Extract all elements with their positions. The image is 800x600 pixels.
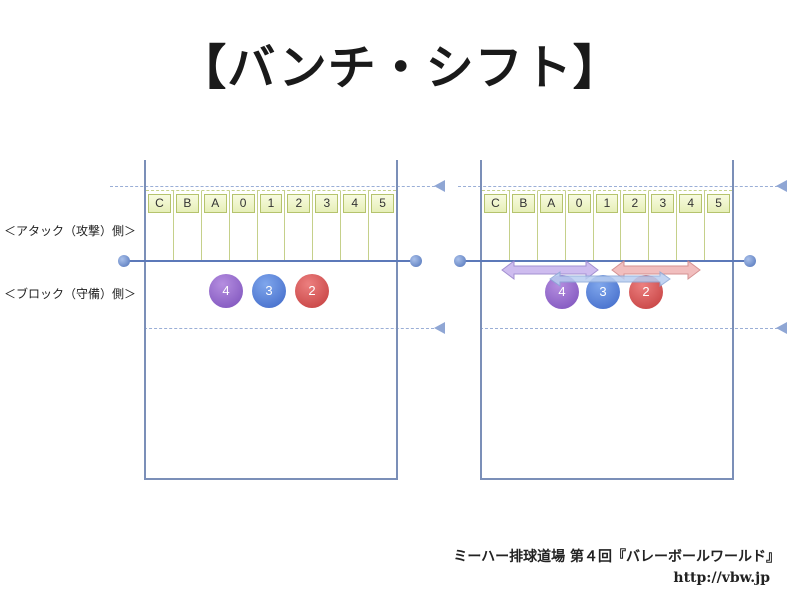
zone-column: 0 [230, 191, 258, 261]
block-side-label: ＜ブロック（守備）側＞ [4, 287, 137, 301]
footer-url: http://vbw.jp [673, 570, 770, 586]
zone-column: C [146, 191, 174, 261]
attack-line-left [110, 186, 440, 187]
zone-label: 2 [287, 194, 311, 213]
block-range-arrow-purple [501, 260, 599, 280]
attack-line-right [458, 186, 778, 187]
footer-source: ミーハー排球道場 第４回『バレーボールワールド』 [453, 549, 780, 565]
zone-column: B [510, 191, 538, 261]
net-left [124, 260, 416, 262]
zone-column: 5 [369, 191, 396, 261]
zone-column: 4 [341, 191, 370, 261]
zone-label: 4 [679, 194, 703, 213]
zone-label: 3 [315, 194, 339, 213]
net-post-icon [410, 255, 422, 267]
attack-zone-row: C B A 0 1 2 3 4 5 [482, 190, 732, 261]
zone-column: 3 [649, 191, 678, 261]
attack-side-label: ＜アタック（攻撃）側＞ [4, 224, 137, 238]
zone-column: C [482, 191, 510, 261]
attack-line-marker-icon [776, 180, 787, 192]
block-range-arrow-blue [549, 271, 671, 287]
zone-label: 0 [567, 194, 591, 213]
zone-column: 5 [705, 191, 732, 261]
zone-label: C [148, 194, 171, 213]
court-left: C B A 0 1 2 3 4 5 [144, 160, 398, 480]
zone-label: 0 [231, 194, 255, 213]
net-right [460, 260, 750, 262]
zone-label: 1 [259, 194, 283, 213]
back-line-marker-icon [776, 322, 787, 334]
zone-label: 5 [707, 194, 731, 213]
net-post-icon [454, 255, 466, 267]
zone-column: 1 [594, 191, 622, 261]
zone-column: 2 [285, 191, 314, 261]
attack-zone-row: C B A 0 1 2 3 4 5 [146, 190, 396, 261]
zone-label: B [511, 194, 535, 213]
back-line-right [480, 328, 778, 329]
zone-label: A [539, 194, 563, 213]
zone-column: 3 [313, 191, 342, 261]
zone-column: 1 [258, 191, 286, 261]
net-post-icon [118, 255, 130, 267]
zone-label: 5 [371, 194, 395, 213]
zone-column: A [538, 191, 566, 261]
player-3: 3 [252, 274, 286, 308]
player-2: 2 [295, 274, 329, 308]
zone-label: 4 [343, 194, 367, 213]
page-title: 【バンチ・シフト】 [178, 40, 622, 96]
zone-column: A [202, 191, 230, 261]
zone-column: 0 [566, 191, 594, 261]
back-line-left [144, 328, 434, 329]
back-line-marker-icon [434, 322, 445, 334]
zone-label: 3 [651, 194, 675, 213]
zone-column: B [174, 191, 202, 261]
player-4: 4 [209, 274, 243, 308]
attack-line-marker-icon [434, 180, 445, 192]
zone-label: 2 [623, 194, 647, 213]
zone-column: 4 [677, 191, 706, 261]
court-right: C B A 0 1 2 3 4 5 [480, 160, 734, 480]
net-post-icon [744, 255, 756, 267]
zone-label: A [203, 194, 227, 213]
zone-label: B [175, 194, 199, 213]
zone-label: C [484, 194, 507, 213]
zone-column: 2 [621, 191, 650, 261]
zone-label: 1 [595, 194, 619, 213]
